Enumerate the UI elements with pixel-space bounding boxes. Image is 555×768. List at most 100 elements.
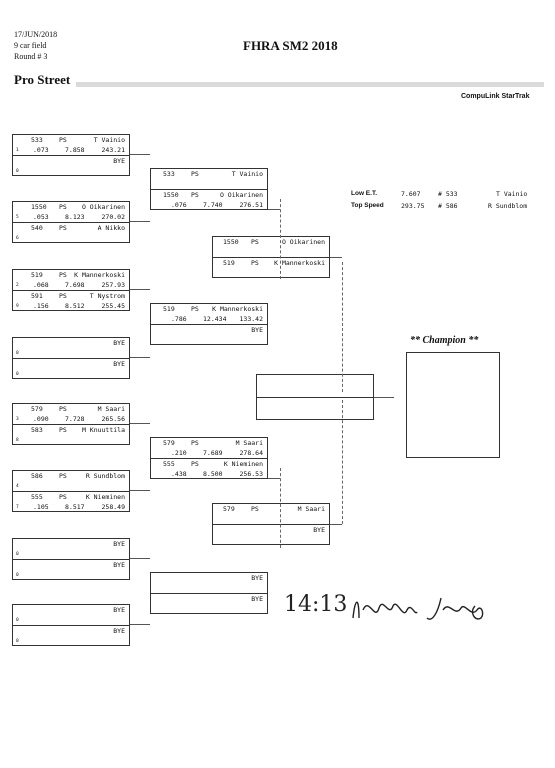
reaction-time: .073 (33, 146, 49, 154)
car-class: PS (59, 203, 67, 211)
reaction-time: .156 (33, 302, 49, 310)
bracket-connector (374, 397, 394, 398)
field-size: 9 car field (14, 41, 47, 50)
seed-number: 4 (16, 484, 19, 489)
seed-number: 0 (16, 351, 19, 356)
low-et-driver: T Vainio (496, 190, 528, 198)
car-number: 586 (31, 472, 43, 480)
reaction-time: .786 (171, 315, 187, 323)
top-speed-driver: R Sundblom (488, 202, 528, 210)
bracket-connector (130, 490, 150, 491)
driver-name: O Oikarinen (81, 203, 125, 211)
driver-name: M Saari (235, 439, 263, 447)
bracket-connector (130, 289, 150, 290)
reaction-time: .210 (171, 449, 187, 457)
top-speed-value: 293.75 (401, 202, 425, 210)
reaction-time: .438 (171, 470, 187, 478)
car-number: 591 (31, 292, 43, 300)
bracket-connector (342, 262, 343, 392)
car-number: 579 (31, 405, 43, 413)
dotted-rule (76, 82, 544, 87)
speed-mph: 278.64 (239, 449, 263, 457)
seed-number: 7 (16, 505, 19, 510)
car-number: 555 (31, 493, 43, 501)
bracket-connector (330, 257, 342, 258)
car-number: 519 (223, 259, 235, 267)
driver-name: M Saari (297, 505, 325, 513)
signature-time: 14:13 (284, 592, 348, 617)
car-class: PS (191, 170, 199, 178)
speed-mph: 276.51 (239, 201, 263, 209)
driver-name: BYE (113, 561, 125, 569)
seed-number: 5 (16, 215, 19, 220)
elapsed-time: 7.858 (65, 146, 85, 154)
driver-name: M Knuuttila (81, 426, 125, 434)
driver-name: R Sundblom (85, 472, 125, 480)
seed-number: 3 (16, 417, 19, 422)
speed-mph: 265.56 (101, 415, 125, 423)
seed-number: 9 (16, 304, 19, 309)
car-number: 533 (31, 136, 43, 144)
car-number: 519 (163, 305, 175, 313)
speed-mph: 270.02 (101, 213, 125, 221)
driver-name: BYE (113, 339, 125, 347)
driver-name: BYE (113, 360, 125, 368)
seed-number: 0 (16, 573, 19, 578)
elapsed-time: 7.740 (203, 201, 223, 209)
reaction-time: .076 (171, 201, 187, 209)
driver-name: T Vainio (93, 136, 125, 144)
car-class: PS (59, 426, 67, 434)
car-class: PS (191, 305, 199, 313)
round-number: Round # 3 (14, 52, 48, 61)
bracket-connector (280, 468, 281, 548)
reaction-time: .105 (33, 503, 49, 511)
seed-number: 0 (16, 372, 19, 377)
car-class: PS (59, 292, 67, 300)
speed-mph: 255.45 (101, 302, 125, 310)
bracket-connector (342, 400, 343, 524)
car-number: 1550 (223, 238, 239, 246)
low-et-label: Low E.T. (351, 190, 377, 197)
top-speed-label: Top Speed (351, 202, 384, 209)
bracket-connector (130, 624, 150, 625)
bracket-connector (268, 209, 280, 210)
driver-name: A Nikko (97, 224, 125, 232)
signature-scribble (352, 597, 484, 620)
driver-name: K Mannerkoski (74, 271, 125, 279)
driver-name: BYE (113, 627, 125, 635)
seed-number: 1 (16, 148, 19, 153)
bracket-connector (130, 221, 150, 222)
seed-number: 6 (16, 236, 19, 241)
driver-name: BYE (251, 326, 263, 334)
bracket-connector (330, 524, 342, 525)
bracket-connector (130, 154, 150, 155)
reaction-time: .090 (33, 415, 49, 423)
bracket-connector (268, 478, 280, 479)
car-number: 540 (31, 224, 43, 232)
elapsed-time: 8.517 (65, 503, 85, 511)
seed-number: 0 (16, 639, 19, 644)
car-class: PS (59, 136, 67, 144)
driver-name: BYE (113, 157, 125, 165)
seed-number: 0 (16, 169, 19, 174)
top-speed-car: # 586 (438, 202, 458, 210)
speed-mph: 133.42 (239, 315, 263, 323)
car-class: PS (59, 493, 67, 501)
event-date: 17/JUN/2018 (14, 30, 58, 39)
driver-name: K Mannerkoski (212, 305, 263, 313)
car-class: PS (59, 472, 67, 480)
car-number: 1550 (31, 203, 47, 211)
car-class: PS (191, 460, 199, 468)
driver-name: O Oikarinen (281, 238, 325, 246)
